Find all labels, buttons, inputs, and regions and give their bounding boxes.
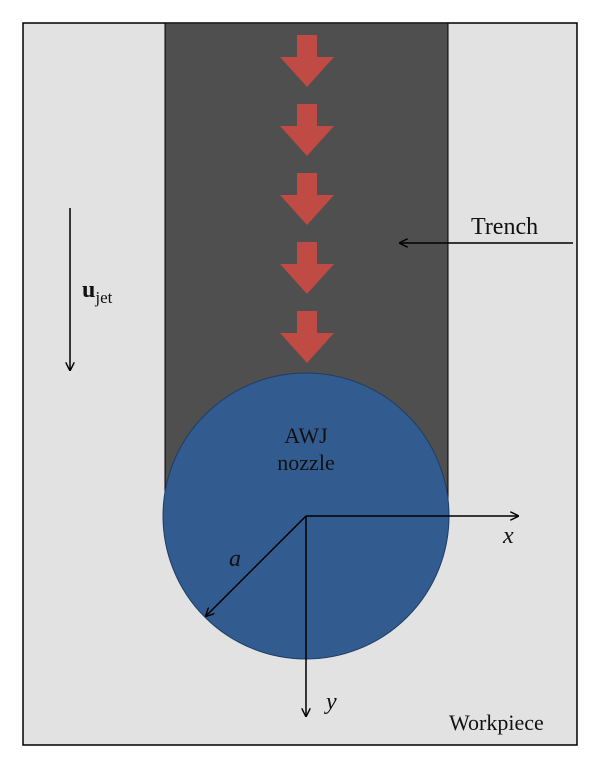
flow-arrow bbox=[280, 311, 334, 363]
flow-arrow bbox=[280, 104, 334, 156]
radius-label: a bbox=[229, 546, 241, 572]
jet-velocity-subscript: jet bbox=[94, 288, 112, 307]
jet-velocity-label: ujet bbox=[82, 277, 113, 307]
radius-arrow bbox=[206, 515, 307, 616]
x-axis-label: x bbox=[502, 523, 514, 549]
trench-label: Trench bbox=[471, 214, 538, 240]
flow-arrows bbox=[280, 35, 334, 363]
flow-arrow bbox=[280, 35, 334, 87]
jet-velocity-symbol: u bbox=[82, 277, 95, 303]
nozzle-label-line2: nozzle bbox=[277, 450, 334, 475]
flow-arrow bbox=[280, 242, 334, 294]
workpiece-label: Workpiece bbox=[449, 710, 544, 735]
y-axis-label: y bbox=[324, 689, 337, 715]
nozzle-label-line1: AWJ bbox=[284, 423, 328, 448]
flow-arrow bbox=[280, 173, 334, 225]
